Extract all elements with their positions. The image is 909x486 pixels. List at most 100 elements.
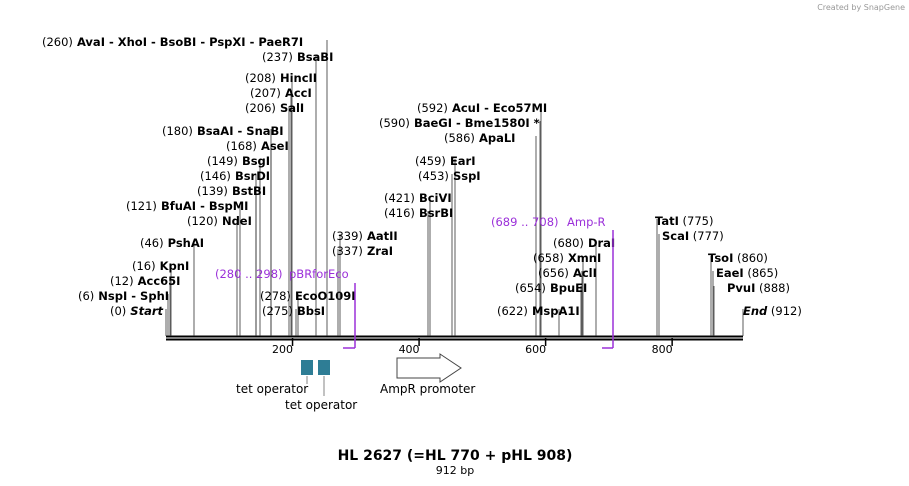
site-label: TatI (775) (655, 214, 714, 228)
site-label: (149) BsgI (207, 154, 270, 168)
site-name: BsrDI (231, 169, 270, 183)
site-position: (860) (733, 251, 768, 265)
site-name: BsrBI (415, 206, 453, 220)
site-position: (680) (553, 236, 584, 250)
annotation-label: tet operator (236, 382, 308, 396)
site-name: AatII (363, 229, 398, 243)
site-position: (654) (515, 281, 546, 295)
site-label: ScaI (777) (662, 229, 724, 243)
site-name: End (743, 304, 768, 318)
site-name: BsgI (238, 154, 270, 168)
site-name: - Bme1580I * (452, 116, 540, 130)
site-position: (275) (262, 304, 293, 318)
site-label: (146) BsrDI (200, 169, 270, 183)
site-label: (120) NdeI (187, 214, 252, 228)
site-label: (207) AccI (250, 86, 312, 100)
site-label: (416) BsrBI (384, 206, 453, 220)
tet-operator-box (318, 360, 330, 375)
site-name: BciVI (415, 191, 452, 205)
site-name: ApaLI (475, 131, 516, 145)
site-label: PvuI (888) (727, 281, 790, 295)
site-label: (260) AvaI - XhoI - BsoBI - PspXI - PaeR… (42, 35, 303, 49)
site-position: (206) (245, 101, 276, 115)
site-label: (275) BbsI (262, 304, 325, 318)
site-name: PshAI (164, 236, 204, 250)
site-position: (6) (78, 289, 94, 303)
site-name: ScaI (662, 229, 689, 243)
site-label: (459) EarI (415, 154, 476, 168)
site-position: (912) (767, 304, 802, 318)
site-label: (658) XmnI (533, 251, 601, 265)
feature-name: pBRforEco (289, 267, 349, 281)
tet-operator-box (301, 360, 313, 375)
site-name: - PaeR7I (246, 35, 304, 49)
site-label: TsoI (860) (708, 251, 768, 265)
site-name: BpuEI (546, 281, 587, 295)
site-position: (180) (162, 124, 193, 138)
feature-name: Amp-R (567, 215, 606, 229)
site-name: AccI (281, 86, 312, 100)
annotation-label: tet operator (285, 398, 357, 412)
site-name: SalI (276, 101, 304, 115)
site-position: (777) (689, 229, 724, 243)
site-position: (121) (126, 199, 157, 213)
site-position: (260) (42, 35, 73, 49)
site-label: (46) PshAI (140, 236, 204, 250)
site-label: (590) BaeGI - Bme1580I * (379, 116, 540, 130)
axis-tick-label: 400 (399, 343, 420, 356)
site-label: (121) BfuAI - BspMI (126, 199, 248, 213)
site-label: (208) HincII (245, 71, 317, 85)
site-label: (16) KpnI (132, 259, 189, 273)
site-position: (12) (110, 274, 134, 288)
site-position: (421) (384, 191, 415, 205)
site-name: - SphI (127, 289, 169, 303)
site-position: (146) (200, 169, 231, 183)
map-length: 912 bp (436, 464, 474, 477)
site-label: EaeI (865) (716, 266, 778, 280)
site-name: MspA1I (528, 304, 580, 318)
site-label: (168) AseI (226, 139, 289, 153)
site-name: NdeI (218, 214, 252, 228)
site-name: TsoI (708, 251, 733, 265)
site-label: (656) AclI (538, 266, 597, 280)
site-name: - PspXI (196, 35, 245, 49)
site-name: - Eco57MI (480, 101, 547, 115)
site-position: (459) (415, 154, 446, 168)
site-name: SspI (449, 169, 481, 183)
site-position: (168) (226, 139, 257, 153)
site-position: (622) (497, 304, 528, 318)
site-name: Start (126, 304, 163, 318)
site-label: (339) AatII (332, 229, 398, 243)
site-position: (656) (538, 266, 569, 280)
site-name: - BsoBI (147, 35, 196, 49)
site-name: BstBI (228, 184, 266, 198)
site-position: (592) (417, 101, 448, 115)
site-label: (206) SalI (245, 101, 304, 115)
site-name: AseI (257, 139, 289, 153)
site-name: EaeI (716, 266, 744, 280)
feature-range: (280 .. 298) (215, 267, 283, 281)
site-position: (590) (379, 116, 410, 130)
site-label: (622) MspA1I (497, 304, 580, 318)
site-position: (888) (755, 281, 790, 295)
site-name: AclI (569, 266, 597, 280)
site-name: KpnI (156, 259, 190, 273)
site-label: (139) BstBI (197, 184, 266, 198)
site-position: (0) (110, 304, 126, 318)
axis-tick-label: 600 (525, 343, 546, 356)
site-name: Acc65I (134, 274, 181, 288)
site-name: - BspMI (196, 199, 248, 213)
site-label: (453) SspI (418, 169, 481, 183)
site-position: (775) (679, 214, 714, 228)
site-name: EarI (446, 154, 476, 168)
site-position: (237) (262, 50, 293, 64)
site-position: (453) (418, 169, 449, 183)
site-name: HincII (276, 71, 317, 85)
site-name: AcuI (448, 101, 480, 115)
site-label: (6) NspI - SphI (78, 289, 169, 303)
site-name: BfuAI (157, 199, 196, 213)
site-position: (16) (132, 259, 156, 273)
site-label: (421) BciVI (384, 191, 452, 205)
